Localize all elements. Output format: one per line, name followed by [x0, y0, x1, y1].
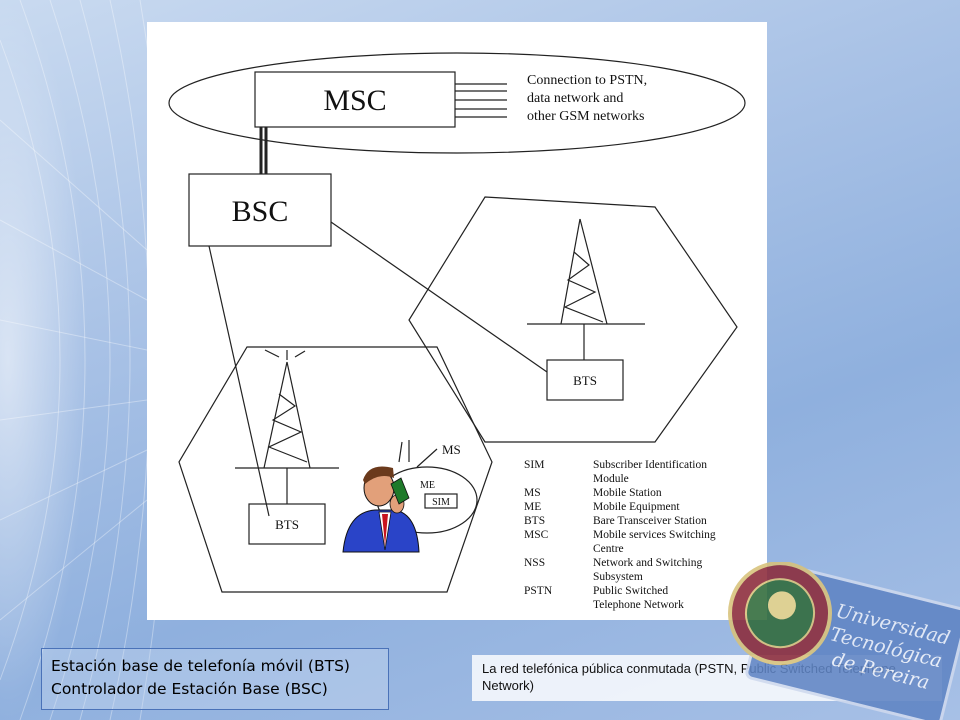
legend-abbr: NSS [524, 557, 545, 569]
gsm-architecture-diagram: MSC BSC BTS BTS MS ME SIM Connection to … [168, 52, 746, 611]
connection-note-line2: data network and [527, 91, 623, 106]
legend-desc: Mobile Equipment [593, 501, 680, 513]
connection-note-line3: other GSM networks [527, 109, 644, 124]
nss-ellipse [168, 52, 746, 154]
university-logo: Universidad Tecnológica de Pereira [728, 562, 960, 720]
bts-label-left: BTS [275, 517, 299, 532]
legend-abbr: PSTN [524, 585, 553, 597]
legend-abbr: MS [524, 487, 541, 499]
ms-label: MS [442, 442, 461, 457]
bsc-box [188, 173, 332, 247]
legend-abbr: SIM [524, 459, 544, 471]
legend-desc: Telephone Network [593, 599, 684, 611]
legend-desc: Network and Switching [593, 557, 702, 569]
cell-left-hexagon [178, 346, 493, 593]
gsm-diagram-panel: MSC BSC BTS BTS MS ME SIM Connection to … [147, 22, 767, 620]
legend-desc: Module [593, 473, 629, 485]
caption-line-bts: Estación base de telefonía móvil (BTS) [51, 657, 350, 675]
phone-user-icon [342, 466, 420, 553]
cell-right-hexagon [408, 196, 738, 443]
legend-abbr: BTS [524, 515, 545, 527]
msc-label: MSC [323, 84, 386, 117]
bsc-label: BSC [232, 195, 289, 228]
caption-box: Estación base de telefonía móvil (BTS) C… [41, 648, 389, 710]
legend-desc: Centre [593, 543, 624, 555]
connection-note-line1: Connection to PSTN, [527, 73, 647, 88]
sim-label: SIM [432, 497, 450, 508]
legend-desc: Bare Transceiver Station [593, 515, 707, 527]
legend-desc: Mobile services Switching [593, 529, 716, 541]
legend-desc: Public Switched [593, 585, 668, 597]
legend-abbr: MSC [524, 529, 549, 541]
legend-desc: Subscriber Identification [593, 459, 707, 471]
me-label: ME [420, 480, 435, 491]
sim-box [424, 493, 458, 509]
bts-label-right: BTS [573, 373, 597, 388]
legend: SIM Subscriber Identification Module MS … [524, 459, 716, 611]
legend-desc: Subsystem [593, 571, 643, 583]
caption-line-bsc: Controlador de Estación Base (BSC) [51, 680, 328, 698]
legend-abbr: ME [524, 501, 541, 513]
bts-box-right [546, 359, 624, 401]
legend-desc: Mobile Station [593, 487, 662, 499]
